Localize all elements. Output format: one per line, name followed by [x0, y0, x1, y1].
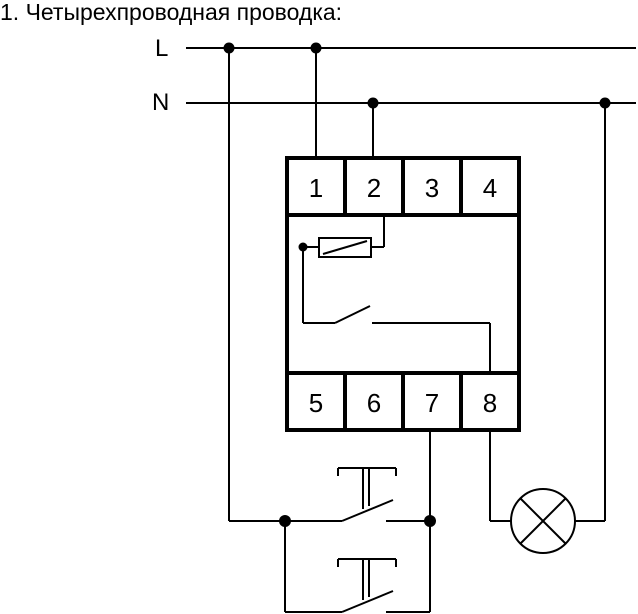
- push-button-1: [285, 467, 430, 522]
- terminal-2-label: 2: [367, 173, 381, 203]
- relay-contact: [334, 305, 371, 324]
- terminal-6-label: 6: [367, 388, 381, 418]
- terminal-5-label: 5: [309, 388, 323, 418]
- push-button-2: [285, 558, 430, 613]
- terminal-7-label: 7: [425, 388, 439, 418]
- terminal-4-label: 4: [483, 173, 497, 203]
- lamp: [510, 488, 576, 554]
- terminal-1-label: 1: [309, 173, 323, 203]
- neutral-line-label: N: [152, 89, 169, 116]
- live-line-label: L: [155, 35, 168, 62]
- diagram-title: 1. Четырехпроводная проводка:: [0, 0, 342, 25]
- terminal-3-label: 3: [425, 173, 439, 203]
- terminal-8-label: 8: [483, 388, 497, 418]
- relay-module: 1 2 3 4 5 6 7 8: [285, 156, 521, 432]
- push-button-1-contact: [341, 499, 394, 522]
- relay-coil-diagonal: [322, 240, 368, 255]
- push-button-2-contact: [341, 590, 394, 613]
